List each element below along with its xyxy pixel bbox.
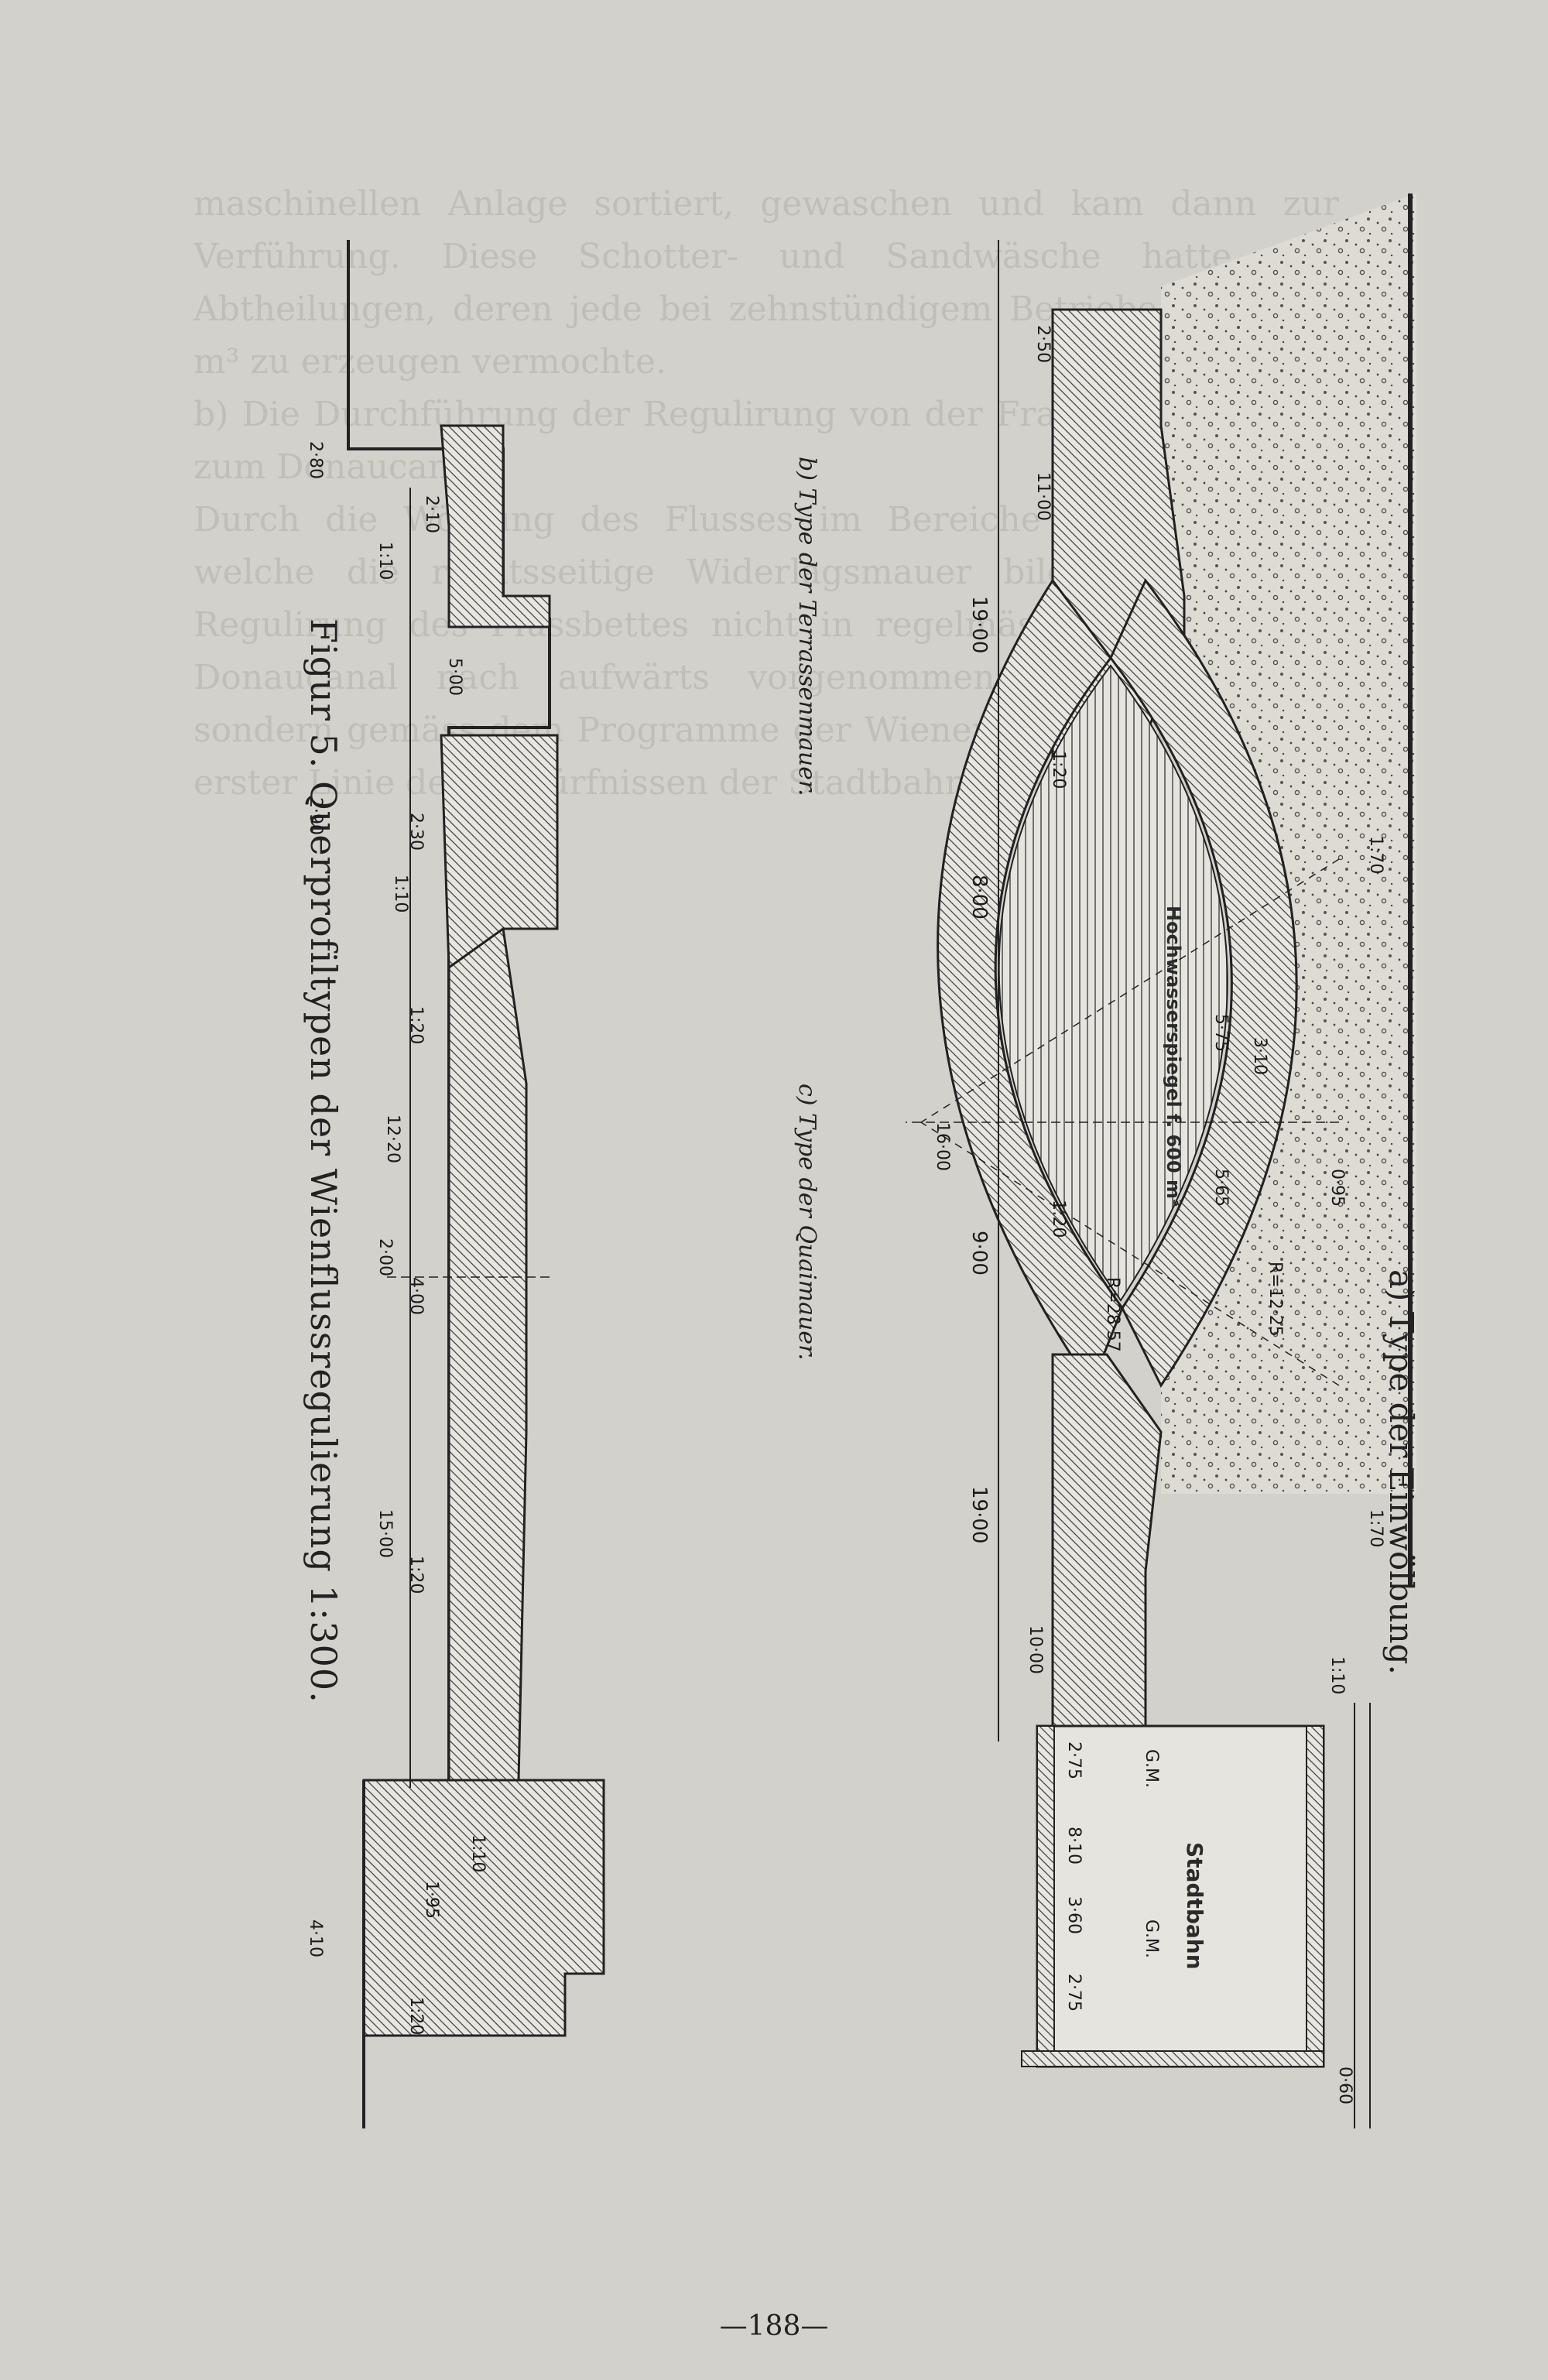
dim-label: 2·10	[422, 495, 441, 533]
dim-label: 2·80	[306, 441, 325, 479]
dim-label: 1:20	[1049, 1200, 1068, 1238]
dim-label: 19·00	[968, 596, 991, 654]
section-a-vault	[906, 193, 1416, 2128]
dim-label: R=28·57	[1103, 1277, 1122, 1352]
dim-label: 8·10	[1064, 1827, 1084, 1865]
dim-label: 4·00	[406, 1277, 426, 1315]
dim-label: 19·00	[968, 1486, 991, 1544]
dim-label: 1:10	[468, 1834, 488, 1873]
dim-label: 9·00	[968, 1231, 991, 1276]
gm-label: G.M.	[1142, 1749, 1161, 1789]
dim-label: 3·60	[1064, 1896, 1084, 1934]
dim-label: 2·30	[406, 813, 426, 851]
subcaption-c: c) Type der Quaimauer.	[793, 1084, 820, 1361]
bleed-through-text: maschinellen Anlage sortiert, gewaschen …	[194, 178, 1339, 2268]
stadtbahn-label: Stadtbahn	[1182, 1842, 1207, 1970]
dim-label: 5·75	[1211, 1014, 1231, 1052]
dim-label: 0·95	[1327, 1169, 1347, 1207]
dim-label: 1:10	[391, 875, 410, 913]
page-number: —188—	[719, 2310, 829, 2342]
dim-label: 1:20	[406, 1997, 426, 2036]
dim-label: 4·10	[306, 1919, 325, 1957]
dim-label: 10·00	[1026, 1625, 1045, 1674]
subcaption-a: a) Type der Einwölbung.	[1382, 1269, 1420, 1675]
dim-label: 5·65	[1211, 1169, 1231, 1207]
rotated-figure: a) Type der Einwölbung. b) Type der Terr…	[132, 193, 1420, 2128]
dim-label: 2·75	[1064, 1741, 1084, 1779]
dim-label: 2·75	[1064, 1974, 1084, 2012]
dim-label: 1:70	[1366, 836, 1385, 875]
gm-label: G.M.	[1142, 1919, 1161, 1959]
dim-label: 0·60	[1335, 2067, 1354, 2104]
dim-label: 1:20	[1049, 751, 1068, 789]
cross-section-drawing	[347, 193, 1416, 2128]
section-bc-walls	[347, 240, 605, 2128]
dim-label: 1:10	[1327, 1656, 1347, 1695]
dim-label: 11·00	[1033, 472, 1053, 521]
dim-label: 15·00	[375, 1509, 395, 1558]
dim-label: 12·20	[383, 1115, 402, 1163]
subcaption-b: b) Type der Terrassenmauer.	[793, 457, 820, 796]
dim-label: R=12·25	[1265, 1262, 1285, 1337]
figure-caption: Figur 5. Querprofiltypen der Wienflussre…	[303, 618, 344, 1704]
dim-label: 8·00	[968, 875, 991, 919]
dim-label: 2·90	[306, 797, 325, 835]
dim-label: 2·00	[375, 1238, 395, 1276]
hochwasser-label: Hochwasserspiegel f. 600 m³	[1163, 906, 1184, 1207]
dim-label: 3·10	[1250, 1037, 1269, 1075]
dim-label: 1·95	[422, 1881, 441, 1919]
dim-label: 16·00	[933, 1122, 952, 1171]
dim-label: 1:20	[406, 1556, 426, 1594]
dim-label: 1:20	[406, 1006, 426, 1045]
dim-label: 2·50	[1033, 325, 1053, 363]
dim-label: 1:70	[1366, 1509, 1385, 1548]
dim-label: 1:10	[375, 542, 395, 580]
dim-label: 5·00	[445, 658, 464, 696]
